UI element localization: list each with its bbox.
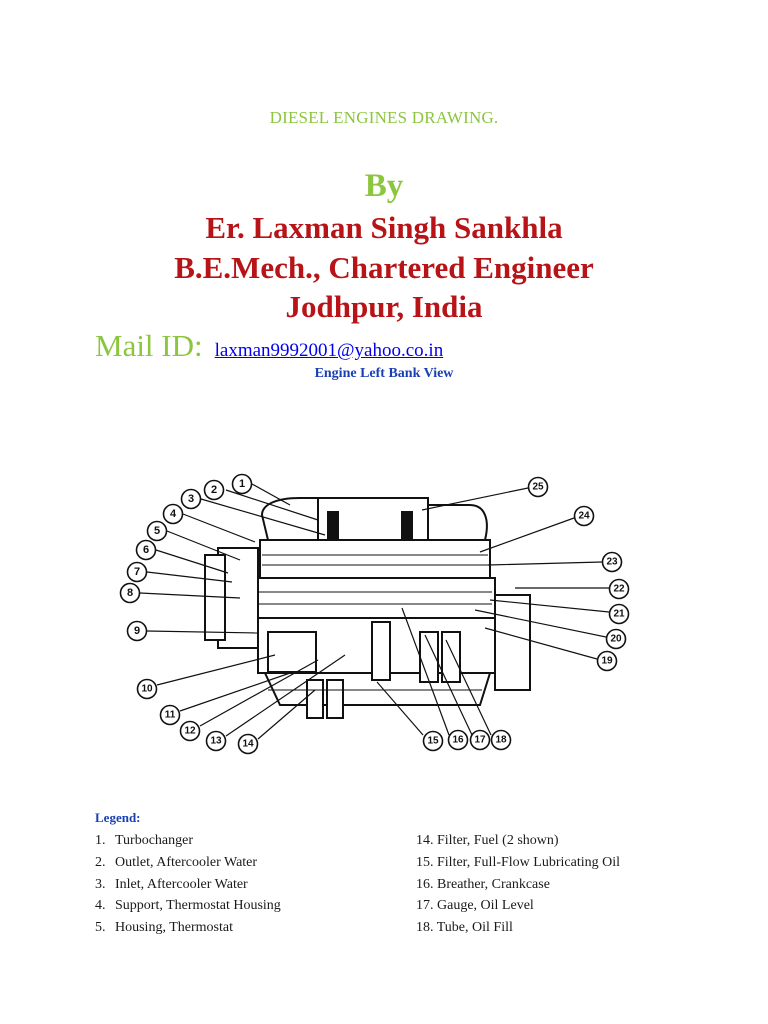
legend-item: 14. Filter, Fuel (2 shown) [416,833,559,848]
callout-label: 6 [143,544,149,556]
block-detail-lines [258,554,492,691]
author-name: Er. Laxman Singh Sankhla [205,210,563,245]
figure-caption: Engine Left Bank View [314,366,454,381]
callout-label: 4 [170,508,177,520]
mail-row: Mail ID: laxman9992001@yahoo.co.in [95,328,443,364]
callout-label: 16 [452,735,464,746]
legend-label: Turbochanger [115,833,194,848]
callout-label: 17 [474,735,486,746]
callout-8: 8 [119,582,141,604]
callout-label: 3 [188,493,194,505]
engine-diagram: 1 2 3 4 5 6 7 8 9 10 11 12 13 14 15 16 1… [119,473,630,755]
callout-13: 13 [205,730,227,752]
oil-filter-3 [441,631,461,683]
callout-label: 13 [210,736,222,747]
callout-9: 9 [126,620,148,642]
legend-number: 5. [95,920,106,936]
callout-label: 5 [154,525,160,537]
legend-item: 3. Inlet, Aftercooler Water [95,874,281,896]
legend-right-column: 14. Filter, Fuel (2 shown) 15. Filter, F… [416,830,620,939]
callout-19: 19 [596,650,618,672]
callout-22: 22 [608,578,630,600]
flywheel-housing [494,594,531,691]
engine-block [254,577,496,619]
callout-label: 23 [606,557,618,568]
callout-label: 14 [242,739,254,750]
callout-leaders [139,483,610,740]
cylinder-head [259,539,491,579]
legend-label: Outlet, Aftercooler Water [115,854,258,870]
callout-label: 25 [532,482,544,493]
callout-5: 5 [146,520,168,542]
callout-label: 1 [239,478,245,490]
callout-4: 4 [162,503,184,525]
callout-label: 7 [134,566,140,578]
callout-label: 15 [427,736,439,747]
callout-15: 15 [422,730,444,752]
fuel-filter-1 [306,679,324,719]
callout-16: 16 [447,729,469,751]
callout-25: 25 [527,476,549,498]
legend-item: 17. Gauge, Oil Level [416,898,534,914]
callout-label: 11 [165,710,176,721]
callout-label: 8 [127,587,133,599]
author-location: Jodhpur, India [285,289,483,324]
mail-label: Mail ID: [95,328,203,363]
legend-label: Housing, Thermostat [115,920,233,936]
document-title: DIESEL ENGINES DRAWING. [269,108,499,127]
legend-number: 3. [95,876,106,892]
callout-6: 6 [135,539,157,561]
legend-number: 1. [95,833,106,848]
thermostat-housing [267,631,317,673]
legend-label: Inlet, Aftercooler Water [115,876,248,892]
callout-2: 2 [203,479,225,501]
callout-label: 2 [211,484,217,496]
engine-drawing [204,497,531,719]
by-line: By [364,168,404,204]
legend-item: 4. Support, Thermostat Housing [95,895,281,917]
author-qualification: B.E.Mech., Chartered Engineer [174,250,594,285]
oil-filter-1 [371,621,391,681]
callout-14: 14 [237,733,259,755]
callout-17: 17 [469,729,491,751]
callout-18: 18 [490,729,512,751]
legend-item: 15. Filter, Full-Flow Lubricating Oil [416,854,620,870]
legend-item: 16. Breather, Crankcase [416,876,550,892]
callout-11: 11 [159,704,181,726]
callout-label: 9 [134,625,140,637]
callout-23: 23 [601,551,623,573]
callout-label: 12 [184,726,196,737]
legend-number: 4. [95,898,106,914]
callout-21: 21 [608,603,630,625]
legend-item: 1. Turbochanger [95,830,281,852]
callout-label: 21 [613,609,625,620]
legend-title: Legend: [95,810,141,825]
callout-1: 1 [231,473,253,495]
callout-20: 20 [605,628,627,650]
legend-item: 18. Tube, Oil Fill [416,920,513,936]
callout-12: 12 [179,720,201,742]
callout-label: 18 [495,735,507,746]
legend-number: 2. [95,854,106,870]
legend-label: Support, Thermostat Housing [115,898,281,914]
mail-link[interactable]: laxman9992001@yahoo.co.in [214,340,444,361]
legend-left-column: 1. Turbochanger 2. Outlet, Aftercooler Wat… [95,830,281,939]
exhaust-elbow [427,504,488,541]
fuel-filter-2 [326,679,344,719]
callout-label: 22 [613,584,625,595]
callout-label: 24 [578,511,590,522]
callout-label: 20 [610,634,622,645]
callout-label: 19 [601,656,613,667]
callout-10: 10 [136,678,158,700]
callout-7: 7 [126,561,148,583]
callout-3: 3 [180,488,202,510]
callout-badges: 1 2 3 4 5 6 7 8 9 10 11 12 13 14 15 16 1… [119,473,630,755]
legend-item: 5. Housing, Thermostat [95,917,281,939]
callout-label: 10 [141,684,153,695]
legend-item: 2. Outlet, Aftercooler Water [95,852,281,874]
callout-24: 24 [573,505,595,527]
